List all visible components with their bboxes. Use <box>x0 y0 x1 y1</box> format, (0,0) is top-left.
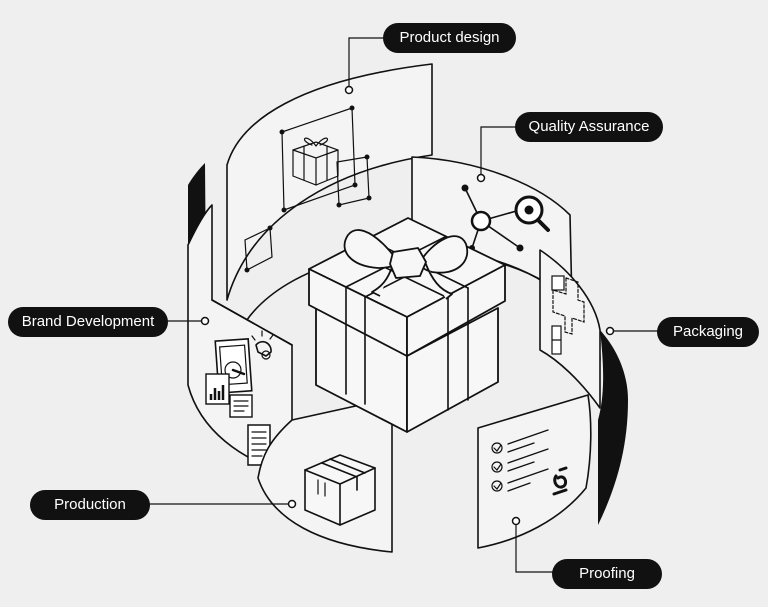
brand-assets-icon <box>205 330 274 466</box>
checklist-icon <box>491 429 568 496</box>
proofing-label: Proofing <box>552 559 662 589</box>
proofing-panel <box>477 394 592 549</box>
magnifier-network-icon <box>461 184 550 252</box>
production-panel <box>257 397 393 553</box>
gift-sketch-icon <box>292 137 339 186</box>
packaging-label: Packaging <box>657 317 759 347</box>
product-design-label: Product design <box>383 23 516 53</box>
quality-assurance-label: Quality Assurance <box>515 112 663 142</box>
product-design-panel <box>226 63 433 301</box>
production-label: Production <box>30 490 150 520</box>
leader-lines <box>149 37 659 573</box>
packaging-panel <box>539 249 601 409</box>
shipping-box-icon <box>304 454 376 526</box>
right-ribbon <box>598 330 628 525</box>
brand-development-label: Brand Development <box>8 307 168 337</box>
gift-box-icon <box>308 217 506 433</box>
brand-development-panel <box>187 204 293 476</box>
box-dieline-icon <box>551 275 585 355</box>
